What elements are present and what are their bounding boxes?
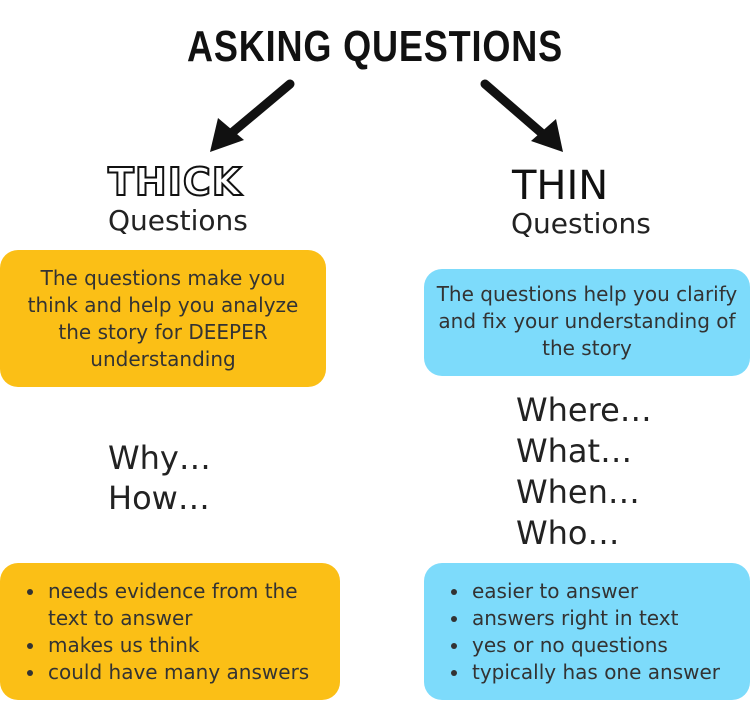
list-item: typically has one answer xyxy=(470,659,744,686)
thin-subheading: Questions xyxy=(511,207,651,240)
arrow-down-right-icon xyxy=(480,79,563,152)
question-word: Where… xyxy=(516,391,652,429)
list-item: easier to answer xyxy=(470,578,744,605)
list-item: answers right in text xyxy=(470,605,744,632)
question-word: How… xyxy=(108,479,210,517)
thin-bullets-box: easier to answer answers right in text y… xyxy=(424,563,750,700)
arrow-down-left-icon xyxy=(210,79,295,152)
question-word: Who… xyxy=(516,514,620,552)
thick-heading: THICK xyxy=(107,159,243,205)
thick-question-words: Why… How… xyxy=(108,438,211,518)
thick-bullet-list: needs evidence from the text to answer m… xyxy=(0,578,330,686)
thin-heading: THIN xyxy=(512,163,609,209)
question-word: What… xyxy=(516,432,633,470)
diagram-title: ASKING QUESTIONS xyxy=(187,22,563,71)
thick-subheading: Questions xyxy=(108,204,248,237)
thin-description: The questions help you clarify and fix y… xyxy=(436,282,738,360)
list-item: makes us think xyxy=(46,632,330,659)
question-word: When… xyxy=(516,473,640,511)
thick-bullets-box: needs evidence from the text to answer m… xyxy=(0,563,340,700)
question-word: Why… xyxy=(108,439,211,477)
thin-description-box: The questions help you clarify and fix y… xyxy=(424,269,750,376)
list-item: could have many answers xyxy=(46,659,330,686)
thin-question-words: Where… What… When… Who… xyxy=(516,390,652,554)
list-item: yes or no questions xyxy=(470,632,744,659)
thick-description: The questions make you think and help yo… xyxy=(27,266,299,371)
thin-bullet-list: easier to answer answers right in text y… xyxy=(424,578,744,686)
thick-description-box: The questions make you think and help yo… xyxy=(0,250,326,387)
list-item: needs evidence from the text to answer xyxy=(46,578,330,632)
